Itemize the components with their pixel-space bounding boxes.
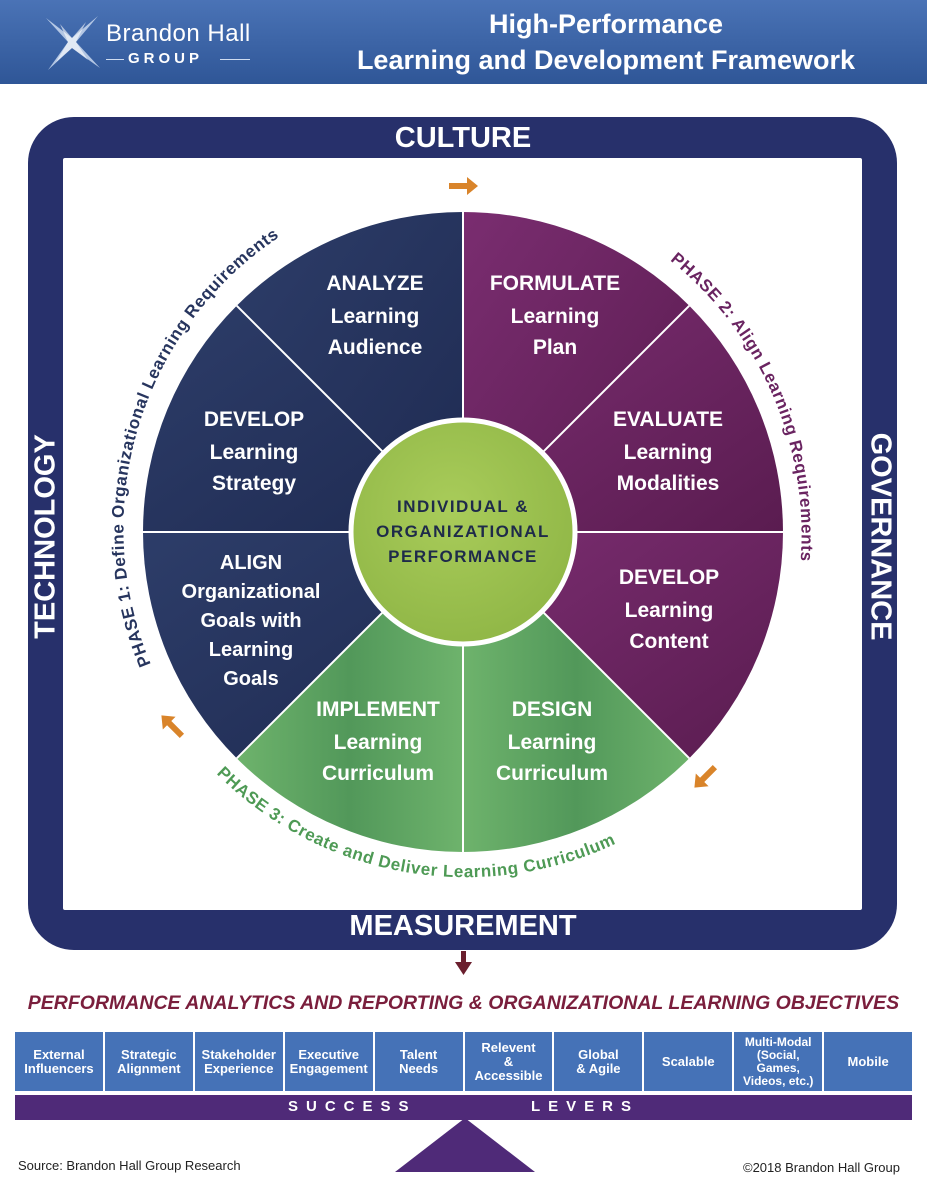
label-implement-3: Curriculum (322, 762, 434, 785)
label-analyze-1: ANALYZE (326, 272, 423, 295)
label-develop-content-3: Content (629, 630, 708, 653)
label-develop-strategy: DEVELOP Learning Strategy (204, 408, 304, 495)
center-line-2: ORGANIZATIONAL (376, 522, 550, 541)
center-circle (348, 417, 578, 647)
label-align-1: ALIGN (220, 552, 282, 574)
page-title: High-Performance Learning and Developmen… (300, 6, 912, 78)
label-design-1: DESIGN (512, 698, 593, 721)
label-align: ALIGN Organizational Goals with Learning… (182, 552, 321, 690)
lever-multi-modal: Multi-Modal (Social, Games, Videos, etc.… (734, 1032, 823, 1091)
label-design: DESIGN Learning Curriculum (496, 698, 608, 785)
logo-group: GROUP (128, 50, 204, 67)
label-design-2: Learning (508, 731, 597, 754)
label-develop-content-1: DEVELOP (619, 566, 719, 589)
framework-diagram: INDIVIDUAL & ORGANIZATIONAL PERFORMANCE … (28, 117, 897, 975)
success-word: SUCCESS (288, 1098, 417, 1115)
center-line-1: INDIVIDUAL & (397, 497, 529, 516)
label-evaluate-2: Learning (624, 441, 713, 464)
label-develop-content-2: Learning (625, 599, 714, 622)
title-line-1: High-Performance (488, 9, 724, 39)
label-implement-2: Learning (334, 731, 423, 754)
header-bar: Brandon Hall GROUP High-Performance Lear… (0, 0, 927, 84)
title-line-2: Learning and Development Framework (356, 45, 856, 75)
lever-scalable: Scalable (644, 1032, 733, 1091)
label-implement-1: IMPLEMENT (316, 698, 440, 721)
success-levers-row: External Influencers Strategic Alignment… (15, 1032, 913, 1091)
label-develop-strategy-1: DEVELOP (204, 408, 304, 431)
source-note: Source: Brandon Hall Group Research (18, 1158, 241, 1173)
label-implement: IMPLEMENT Learning Curriculum (316, 698, 440, 785)
label-formulate-2: Learning (511, 305, 600, 328)
label-align-3: Goals with (200, 610, 301, 632)
label-align-2: Organizational (182, 581, 321, 603)
label-formulate-3: Plan (533, 336, 577, 359)
label-evaluate: EVALUATE Learning Modalities (613, 408, 723, 495)
logo-name: Brandon Hall (106, 20, 251, 47)
logo-rule-right (220, 59, 250, 60)
label-analyze-2: Learning (331, 305, 420, 328)
lever-stakeholder-experience: Stakeholder Experience (194, 1032, 283, 1091)
label-develop-strategy-3: Strategy (212, 472, 296, 495)
frame-label-governance: GOVERNANCE (864, 432, 897, 641)
label-develop-strategy-2: Learning (210, 441, 299, 464)
lever-strategic-alignment: Strategic Alignment (104, 1032, 193, 1091)
lever-relevent-accessible: Relevent & Accessible (464, 1032, 553, 1091)
label-evaluate-1: EVALUATE (613, 408, 723, 431)
arrow-up-left-icon (161, 715, 185, 739)
fulcrum-triangle (395, 1118, 535, 1172)
frame-label-culture: CULTURE (394, 122, 532, 154)
arrow-down-left-icon (694, 764, 718, 788)
label-formulate-1: FORMULATE (490, 272, 620, 295)
logo-rule-left (106, 59, 124, 60)
label-analyze-3: Audience (328, 336, 423, 359)
star-logo-icon (46, 16, 100, 70)
label-formulate: FORMULATE Learning Plan (490, 272, 620, 359)
success-levers-beam (15, 1095, 912, 1120)
center-line-3: PERFORMANCE (388, 547, 538, 566)
objectives-title: PERFORMANCE ANALYTICS AND REPORTING & OR… (27, 992, 900, 1014)
arrow-right-icon (449, 177, 478, 195)
label-align-4: Learning (209, 639, 293, 661)
label-evaluate-3: Modalities (617, 472, 720, 495)
frame-label-technology: TECHNOLOGY (29, 434, 62, 639)
label-analyze: ANALYZE Learning Audience (326, 272, 423, 359)
lever-external-influencers: External Influencers (15, 1032, 103, 1091)
frame-label-measurement: MEASUREMENT (349, 910, 577, 942)
center-label: INDIVIDUAL & ORGANIZATIONAL PERFORMANCE (376, 497, 550, 566)
levers-word: LEVERS (531, 1098, 640, 1115)
brandon-hall-logo: Brandon Hall GROUP (40, 10, 260, 74)
lever-global-agile: Global & Agile (554, 1032, 643, 1091)
arrow-down-icon (455, 951, 472, 975)
label-develop-content: DEVELOP Learning Content (619, 566, 719, 653)
lever-executive-engagement: Executive Engagement (284, 1032, 373, 1091)
lever-talent-needs: Talent Needs (374, 1032, 463, 1091)
label-align-5: Goals (223, 668, 279, 690)
lever-mobile: Mobile (824, 1032, 913, 1091)
label-design-3: Curriculum (496, 762, 608, 785)
copyright-note: ©2018 Brandon Hall Group (742, 1160, 900, 1175)
